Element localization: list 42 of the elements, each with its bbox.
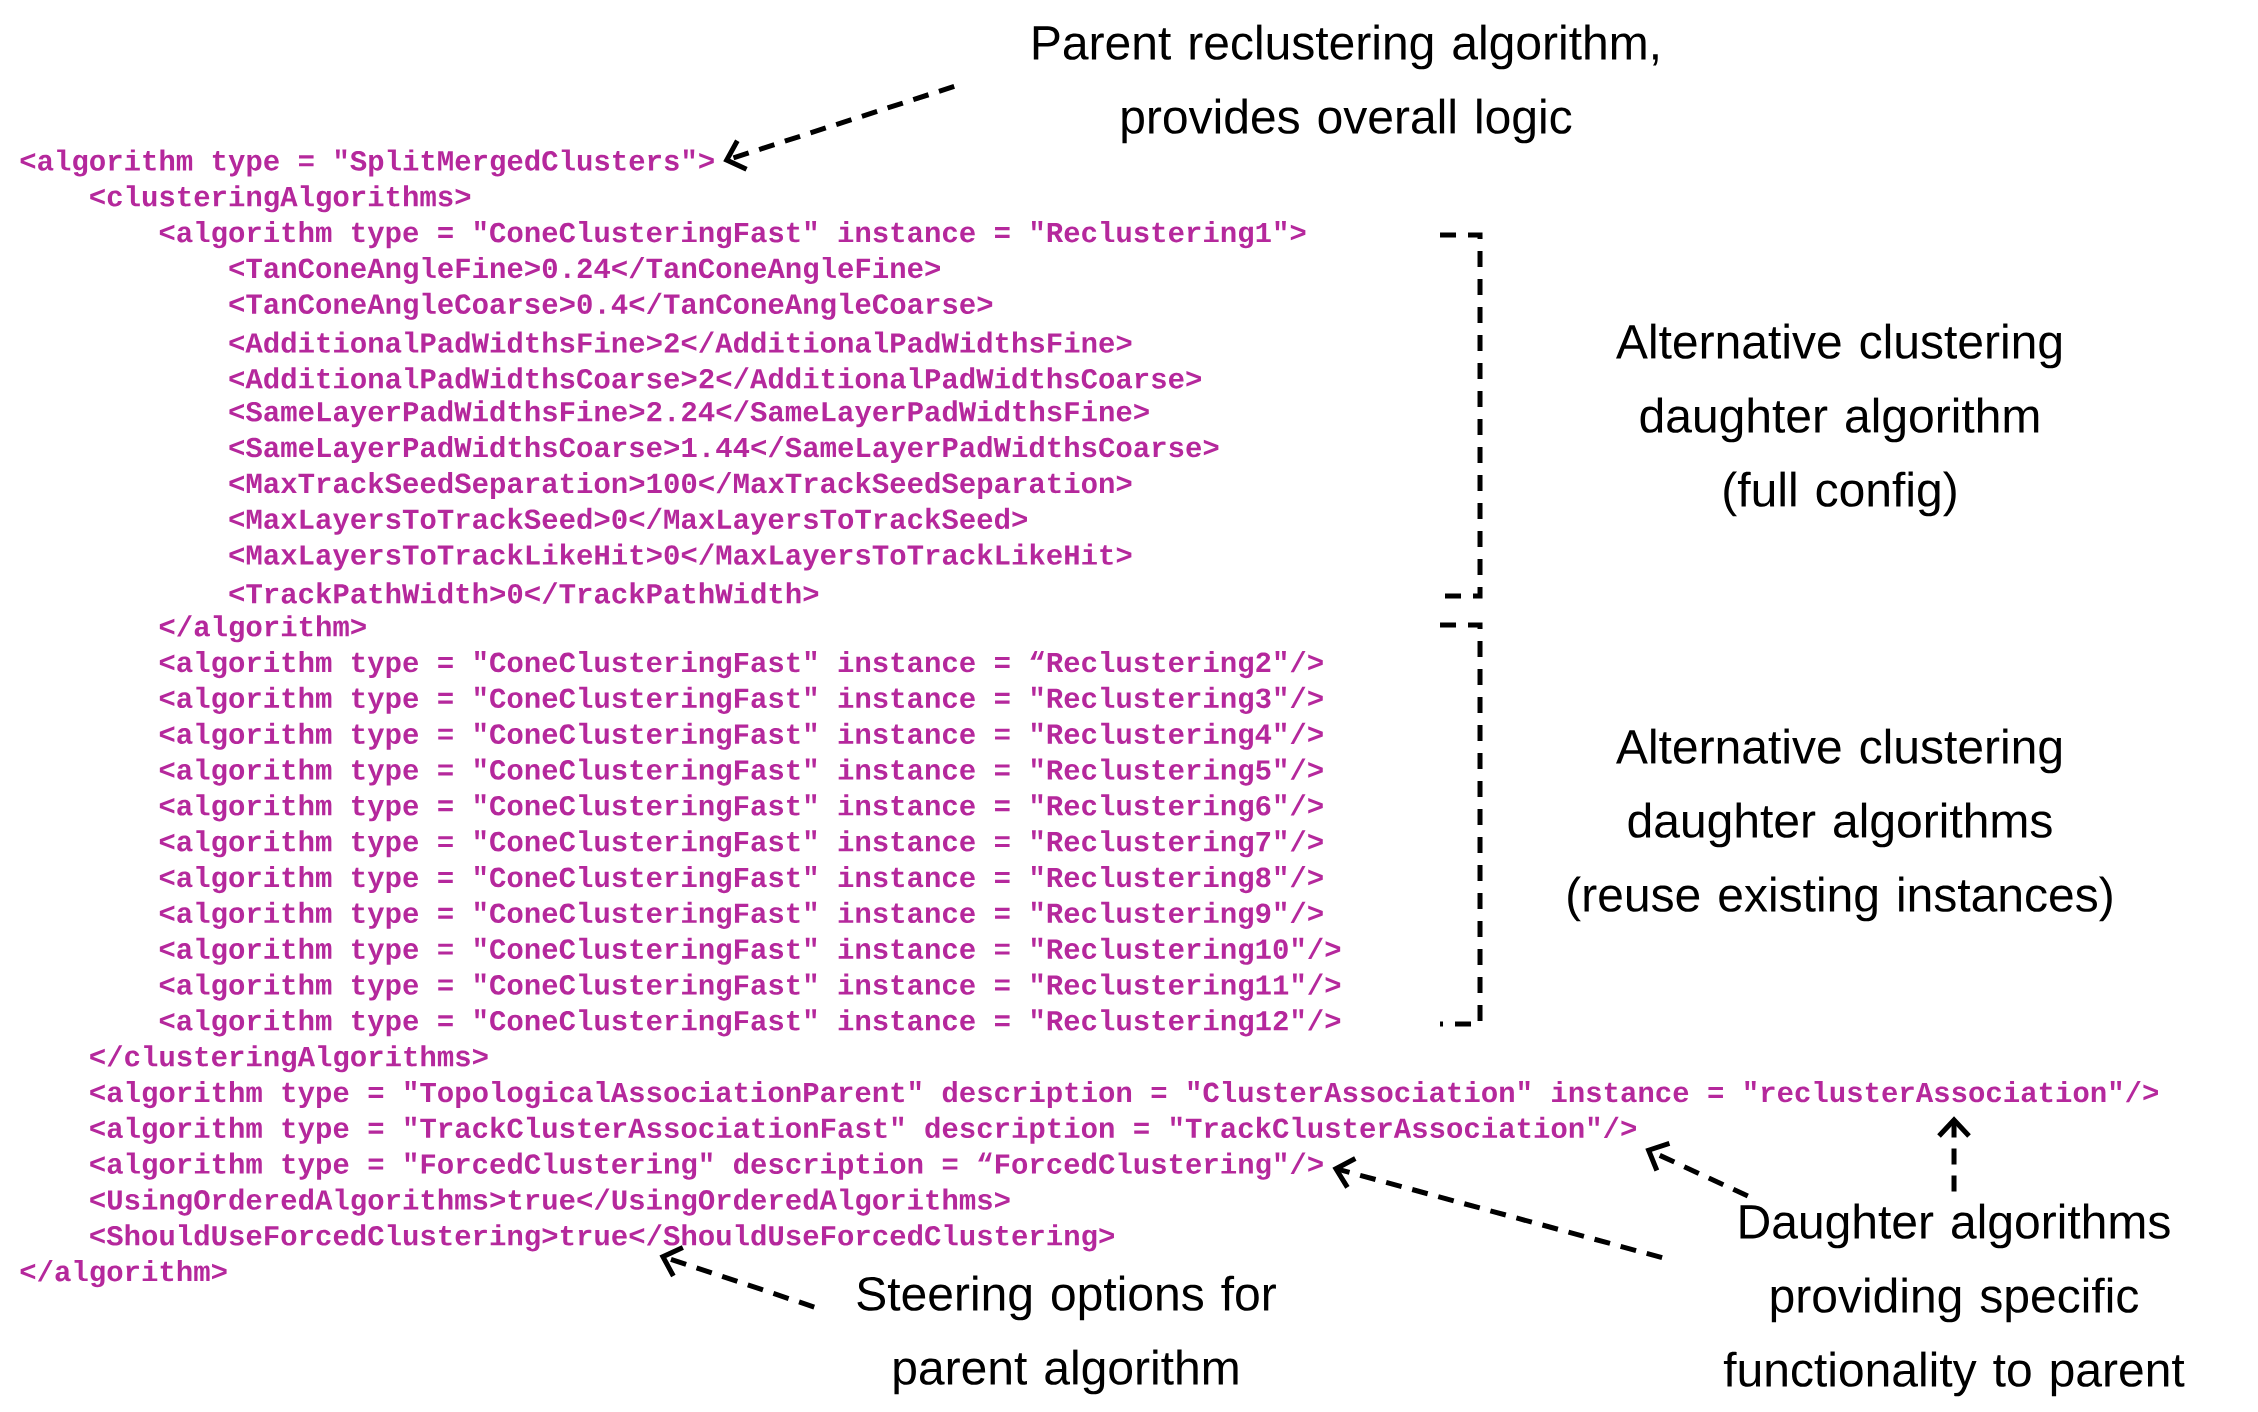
code-line: <SameLayerPadWidthsCoarse>1.44</SameLayerPadWidthsCoarse> [229, 436, 1219, 464]
code-line: <AdditionalPadWidthsCoarse>2</AdditionalPadWidthsCoarse> [229, 367, 1201, 389]
code-line: <MaxLayersToTrackSeed>0</MaxLayersToTrackSeed> [229, 507, 1027, 535]
annotation: Alternative clustering daughter algorithms (reuse existing instances) [1568, 728, 2112, 922]
code-line: <algorithm type = "ConeClusteringFast" instance = "Reclustering8"/> [159, 866, 1323, 894]
arrow [1645, 1140, 1749, 1199]
code-line: <algorithm type = "TrackClusterAssociationFast" description = "TrackClusterAssociation"/> [90, 1116, 1636, 1144]
code-line: <algorithm type = "ConeClusteringFast" instance = "Reclustering1"> [159, 221, 1306, 249]
code-line: <algorithm type = "ConeClusteringFast" instance = "Reclustering11"/> [159, 973, 1341, 1001]
code-line: <algorithm type = "TopologicalAssociationParent" description = "ClusterAssociation" instance = "reclusterAssociation"/> [90, 1081, 2158, 1109]
code-line: <algorithm type = "ConeClusteringFast" instance = "Reclustering3"/> [159, 686, 1323, 714]
code-line: <algorithm type = "ConeClusteringFast" instance = "Reclustering9"/> [159, 901, 1323, 929]
code-line: <algorithm type = "ConeClusteringFast" instance = "Reclustering10"/> [159, 937, 1341, 965]
code-line: <SameLayerPadWidthsFine>2.24</SameLayerPadWidthsFine> [229, 400, 1149, 428]
arrow [659, 1245, 815, 1310]
code-line: <algorithm type = "ForcedClustering" description = “ForcedClustering"/> [90, 1152, 1323, 1180]
annotation: Daughter algorithms providing specific functionality to parent [1723, 1203, 2185, 1397]
code-line: <TrackPathWidth>0</TrackPathWidth> [229, 582, 819, 604]
code-line: <algorithm type = "ConeClusteringFast" instance = "Reclustering5"/> [159, 758, 1323, 786]
code-line: <algorithm type = "ConeClusteringFast" instance = "Reclustering4"/> [159, 722, 1323, 750]
code-line: <TanConeAngleFine>0.24</TanConeAngleFine> [229, 256, 940, 285]
annotation: Parent reclustering algorithm, provides overall logic [1033, 24, 1658, 144]
code-line: <algorithm type = "SplitMergedClusters"> [20, 149, 714, 177]
code-line: <algorithm type = "ConeClusteringFast" instance = “Reclustering2"/> [159, 651, 1323, 679]
code-line: <ShouldUseForcedClustering>true</ShouldUseForcedClustering> [90, 1224, 1114, 1252]
code-line: <MaxLayersToTrackLikeHit>0</MaxLayersToTrackLikeHit> [229, 543, 1132, 571]
code-line: <UsingOrderedAlgorithms>true</UsingOrderedAlgorithms> [90, 1188, 1010, 1216]
code-line: </algorithm> [20, 1260, 227, 1288]
code-line: <algorithm type = "ConeClusteringFast" instance = "Reclustering7"/> [159, 830, 1323, 858]
arrow [723, 84, 955, 172]
code-line: <AdditionalPadWidthsFine>2</AdditionalPadWidthsFine> [229, 331, 1132, 353]
code-line: <algorithm type = "ConeClusteringFast" instance = "Reclustering6"/> [159, 794, 1323, 822]
code-line: <MaxTrackSeedSeparation>100</MaxTrackSeedSeparation> [229, 471, 1132, 499]
code-line: <TanConeAngleCoarse>0.4</TanConeAngleCoarse> [229, 292, 993, 320]
code-line: </clusteringAlgorithms> [90, 1045, 488, 1073]
arrow [1332, 1156, 1663, 1261]
code-line: <algorithm type = "ConeClusteringFast" instance = "Reclustering12"/> [159, 1009, 1341, 1037]
annotation: Alternative clustering daughter algorithm (full config) [1616, 323, 2061, 517]
code-line: <clusteringAlgorithms> [90, 185, 471, 213]
code-line: </algorithm> [159, 615, 366, 643]
annotation: Steering options for parent algorithm [857, 1275, 1276, 1395]
arrow [1937, 1116, 1971, 1192]
